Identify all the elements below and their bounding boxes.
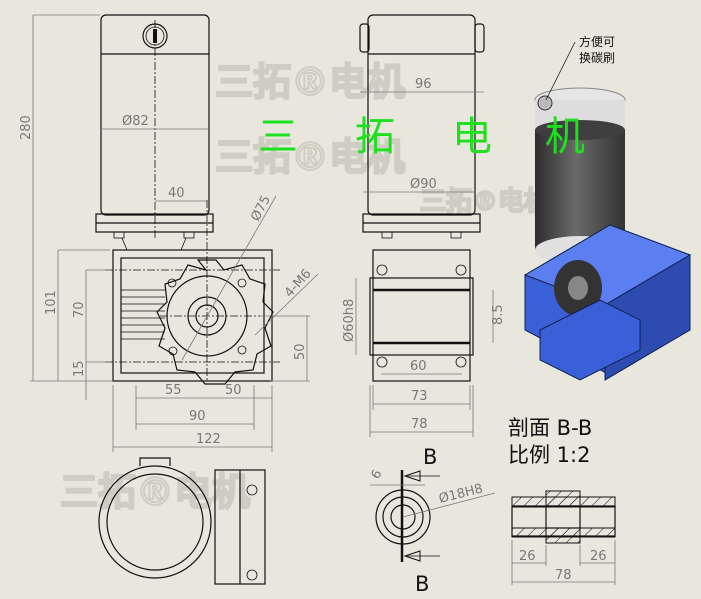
dim-15: 15 — [72, 360, 87, 377]
dim-dia-75: Ø75 — [248, 193, 274, 224]
svg-text:机: 机 — [545, 114, 585, 160]
callout-line2: 换碳刷 — [579, 51, 615, 65]
dim-280: 280 — [19, 115, 34, 140]
callout-line1: 方便可 — [579, 34, 615, 49]
section-mark-view: B B 6 Ø18H8 — [368, 445, 496, 596]
dim-50-vertical: 50 — [293, 343, 308, 360]
dim-bore: Ø18H8 — [437, 481, 484, 506]
svg-text:电: 电 — [452, 114, 492, 160]
dim-dia-82: Ø82 — [122, 114, 149, 129]
dim-70: 70 — [72, 301, 87, 318]
dim-101: 101 — [44, 290, 59, 315]
section-title: 剖面 B-B — [508, 416, 592, 440]
dim-8-5: 8.5 — [491, 304, 506, 325]
dim-40: 40 — [168, 186, 185, 201]
svg-text:三: 三 — [258, 114, 298, 160]
dim-50: 50 — [225, 383, 242, 398]
dim-key-6: 6 — [368, 467, 385, 482]
motor-body — [100, 14, 210, 216]
section-mark-top: B — [423, 445, 437, 469]
dim-78: 78 — [411, 417, 428, 432]
section-mark-bottom: B — [415, 572, 429, 596]
dim-96: 96 — [415, 77, 432, 92]
gearbox-body — [112, 249, 273, 382]
svg-text:三拓®电机: 三拓®电机 — [60, 470, 250, 514]
output-flange — [156, 259, 274, 385]
dim-dia-90: Ø90 — [410, 177, 437, 192]
dim-122: 122 — [196, 432, 221, 447]
faint-watermark: 三拓®电机 三拓®电机 三拓®电机 三拓®电机 — [59, 59, 551, 515]
dim-78-section: 78 — [555, 568, 572, 583]
svg-text:三拓®电机: 三拓®电机 — [215, 60, 405, 104]
brand-watermark: 三 拓 电 机 — [258, 114, 585, 160]
dim-4-m6: 4-M6 — [282, 267, 315, 301]
dim-73: 73 — [411, 389, 428, 404]
dim-26-right: 26 — [590, 549, 607, 564]
dim-55: 55 — [165, 383, 182, 398]
bottom-view — [98, 457, 266, 585]
dim-dia-60h8: Ø60h8 — [342, 299, 357, 342]
dim-60: 60 — [410, 359, 427, 374]
section-b-b: 26 26 78 — [511, 490, 616, 585]
section-scale: 比例 1:2 — [508, 443, 590, 467]
dim-90: 90 — [189, 409, 206, 424]
svg-text:拓: 拓 — [355, 114, 395, 160]
side-view: 96 Ø90 Ø60h8 8.5 60 73 78 — [342, 14, 506, 437]
svg-text:三拓®电机: 三拓®电机 — [420, 187, 550, 217]
isometric-render: 方便可 换碳刷 — [523, 34, 692, 381]
svg-text:三拓®电机: 三拓®电机 — [215, 135, 405, 179]
dim-26-left: 26 — [519, 549, 536, 564]
